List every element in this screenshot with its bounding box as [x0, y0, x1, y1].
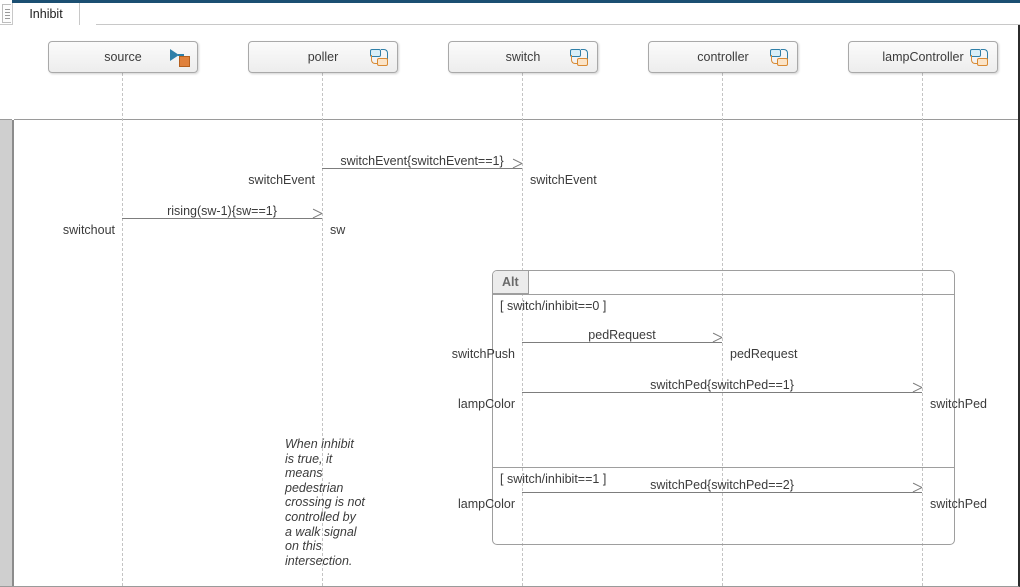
message-target-port: pedRequest	[730, 347, 798, 361]
header-separator-left	[0, 119, 12, 120]
fragment-guard-2: [ switch/inhibit==1 ]	[500, 472, 607, 486]
message-target-port: switchEvent	[530, 173, 597, 187]
message-source-port: lampColor	[458, 497, 515, 511]
message-label: rising(sw-1){sw==1}	[167, 204, 277, 218]
subsystem-icon	[370, 48, 390, 67]
lifeline-name: controller	[697, 50, 749, 64]
vertical-scrollbar-track[interactable]	[0, 120, 12, 586]
message-arrow-switchevent[interactable]	[322, 168, 522, 169]
message-label: switchPed{switchPed==2}	[650, 478, 794, 492]
subsystem-icon	[970, 48, 990, 67]
message-target-port: sw	[330, 223, 346, 237]
message-target-port: switchPed	[930, 397, 987, 411]
lifeline-header-poller[interactable]: poller	[248, 41, 398, 73]
fragment-operand-divider	[493, 467, 954, 468]
lifeline-header-lampcontroller[interactable]: lampController	[848, 41, 998, 73]
diagram-note: When inhibit is true, it means pedestria…	[285, 437, 365, 568]
arrowhead-icon	[912, 387, 922, 397]
arrowhead-icon	[512, 163, 522, 173]
message-source-port: switchPush	[451, 347, 515, 361]
message-arrow-pedrequest[interactable]	[522, 342, 722, 343]
arrowhead-icon	[912, 487, 922, 497]
arrowhead-icon	[312, 213, 322, 223]
lifeline-name: source	[104, 50, 142, 64]
lifeline-source	[122, 73, 123, 586]
message-label: pedRequest	[588, 328, 656, 342]
subsystem-icon	[570, 48, 590, 67]
tab-inhibit[interactable]: Inhibit	[12, 3, 80, 25]
tab-bar-underline-left	[0, 24, 12, 25]
message-source-port: switchout	[62, 223, 115, 237]
lifeline-header-controller[interactable]: controller	[648, 41, 798, 73]
fragment-guard-1: [ switch/inhibit==0 ]	[500, 299, 607, 313]
header-separator	[14, 119, 1018, 120]
message-source-port: switchEvent	[248, 173, 315, 187]
combined-fragment-alt[interactable]: Alt [ switch/inhibit==0 ] [ switch/inhib…	[492, 270, 955, 545]
subsystem-icon	[770, 48, 790, 67]
message-source-port: lampColor	[458, 397, 515, 411]
signal-source-icon	[170, 48, 190, 67]
fragment-header-divider	[493, 294, 954, 295]
lifeline-header-source[interactable]: source	[48, 41, 198, 73]
lifeline-controller	[722, 73, 723, 586]
lifeline-name: poller	[307, 50, 339, 64]
fragment-operator-tab: Alt	[493, 271, 529, 294]
canvas-left-border	[12, 120, 14, 586]
message-target-port: switchPed	[930, 497, 987, 511]
message-label: switchEvent{switchEvent==1}	[340, 154, 504, 168]
tab-label: Inhibit	[29, 7, 63, 21]
lifeline-name: switch	[505, 50, 541, 64]
lifeline-switch	[522, 73, 523, 586]
lifeline-poller	[322, 73, 323, 586]
panel-drag-handle-icon[interactable]	[2, 4, 11, 23]
tab-bar: Inhibit	[0, 0, 1020, 25]
message-arrow-switchped-2[interactable]	[522, 492, 922, 493]
tab-bar-underline	[96, 24, 1020, 25]
tab-bar-accent	[12, 0, 1020, 3]
message-label: switchPed{switchPed==1}	[650, 378, 794, 392]
message-arrow-rising[interactable]	[122, 218, 322, 219]
lifeline-name: lampController	[882, 50, 964, 64]
message-arrow-switchped-1[interactable]	[522, 392, 922, 393]
fragment-operator-label: Alt	[502, 275, 519, 289]
lifeline-lampcontroller	[922, 73, 923, 586]
diagram-canvas[interactable]: source poller switch controller lampCont	[0, 25, 1018, 586]
arrowhead-icon	[712, 337, 722, 347]
lifeline-header-switch[interactable]: switch	[448, 41, 598, 73]
